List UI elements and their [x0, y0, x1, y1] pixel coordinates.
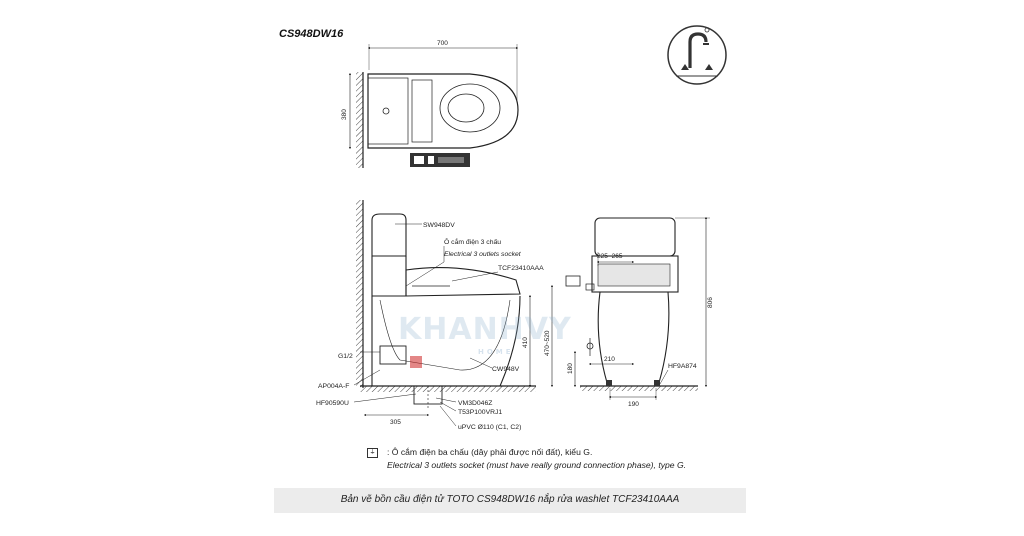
label-hose: HF90590U: [316, 400, 349, 407]
note-vn: : Ô cắm điện ba chấu (dây phải được nối …: [387, 447, 593, 457]
bowl-shape: [371, 295, 521, 387]
label-washlet: TCF23410AAA: [498, 265, 544, 272]
tank-shape: [371, 213, 407, 257]
label-fixing: HF9A874: [668, 363, 697, 370]
side-wall-hatch: [356, 200, 363, 386]
front-seat: [591, 255, 679, 293]
note-en: Electrical 3 outlets socket (must have r…: [387, 460, 687, 470]
outlet-box: [565, 275, 581, 287]
front-floor-hatch: [580, 386, 698, 391]
wall-hatch: [356, 72, 363, 168]
top-outline: [367, 73, 519, 149]
washlet-seat: [405, 267, 521, 297]
label-drain: uPVC Ø110 (C1, C2): [458, 424, 521, 431]
dim-width-700: 700: [437, 40, 448, 47]
label-supply: G1/2: [338, 353, 353, 360]
label-outlet-vn: Ô cắm điện 3 chấu: [444, 237, 501, 246]
label-valve: AP004A-F: [318, 383, 349, 390]
supply-valve: [379, 345, 407, 365]
dim-supply-height: 180: [567, 363, 574, 374]
dim-depth-380: 380: [341, 109, 348, 120]
dim-seat-range: 470~520: [544, 330, 551, 356]
label-flange: VM3D046Z: [458, 400, 492, 407]
label-bolt: T53P100VRJ1: [458, 409, 502, 416]
label-bowl: CW948V: [492, 366, 520, 373]
socket-note: : Ô cắm điện ba chấu (dây phải được nối …: [387, 446, 686, 472]
faucet-icon: [667, 25, 727, 85]
dim-rough-in: 305: [390, 419, 401, 426]
watermark: KHANHVY: [398, 312, 572, 347]
dim-total-height: 806: [707, 297, 714, 308]
front-view: 225~265 806 210 190 HF9A874: [565, 216, 714, 408]
dim-outlet-range: 225~265: [597, 253, 623, 260]
socket-symbol-icon: ⏚: [367, 448, 378, 458]
label-tank: SW948DV: [423, 222, 455, 229]
front-tank: [594, 217, 676, 257]
dim-supply-offset: 210: [604, 356, 615, 363]
label-outlet-en: Electrical 3 outlets socket: [444, 251, 522, 258]
dim-seat-height: 410: [522, 337, 529, 348]
side-view: SW948DV Ô cắm điện 3 chấu Electrical 3 o…: [316, 200, 577, 431]
floor-hatch: [360, 386, 536, 392]
caption-bar: Bản vẽ bồn cầu điện tử TOTO CS948DW16 nắ…: [274, 488, 746, 513]
caption-text: Bản vẽ bồn cầu điện tử TOTO CS948DW16 nắ…: [340, 494, 680, 505]
top-view: 700 380: [341, 40, 519, 168]
dim-base-width: 190: [628, 401, 639, 408]
front-bowl: [597, 291, 670, 387]
model-title: CS948DW16: [279, 28, 344, 40]
watermark-sub: HOME: [478, 348, 514, 356]
